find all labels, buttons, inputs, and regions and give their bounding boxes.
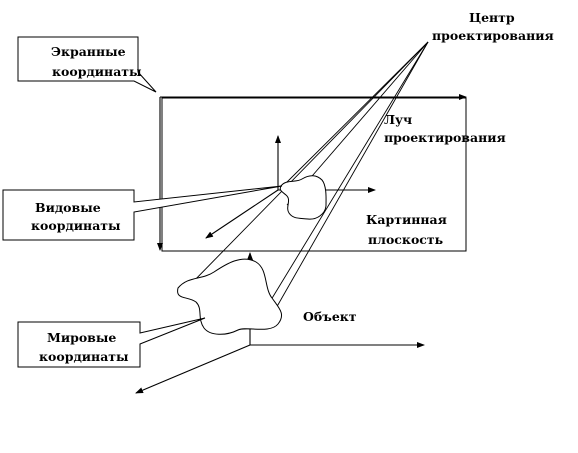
label-ray-line2: проектирования [384,130,506,145]
world-z-axis [135,344,251,394]
label-world-line2: координаты [39,349,129,364]
label-plane-line1: Картинная [366,212,447,227]
label-center-line2: проектирования [432,28,554,43]
label-view-line2: координаты [31,218,121,233]
label-center-line1: Центр [469,10,515,25]
callout-view-coords [2,185,283,241]
world-object [177,258,282,335]
callout-world-coords [17,317,206,368]
picture-plane [161,97,467,252]
label-view-line1: Видовые [35,200,101,215]
view-z-axis [205,189,279,239]
label-screen-line1: Экранные [51,44,126,59]
label-plane-line2: плоскость [368,232,443,247]
callout-screen-coords [17,36,157,93]
projected-object [279,175,327,220]
label-screen-line2: координаты [52,64,142,79]
projection-rays [187,41,429,319]
label-object: Объект [303,309,357,324]
label-ray-line1: Луч [384,112,412,127]
label-world-line1: Мировые [47,330,116,345]
